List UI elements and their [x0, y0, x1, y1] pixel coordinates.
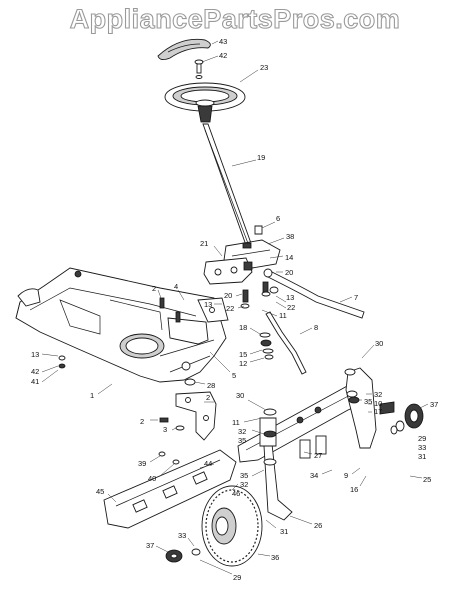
callout-2: 2 [152, 284, 156, 293]
callout-35c: 35 [240, 471, 248, 480]
front-bumper-support [103, 449, 237, 529]
callout-13: 13 [204, 300, 212, 309]
steering-wheel-cap [157, 38, 211, 61]
steering-shaft [202, 123, 253, 249]
cap-bolt [194, 59, 204, 79]
callout-46: 46 [232, 489, 240, 498]
bracket-bolts [158, 417, 185, 465]
callout-33: 33 [418, 443, 426, 452]
callout-20: 20 [285, 268, 293, 277]
callout-16: 16 [350, 485, 358, 494]
callout-13b: 13 [286, 293, 294, 302]
frame-washer [184, 378, 196, 386]
bushing-stack [259, 332, 274, 360]
callout-19: 19 [257, 153, 265, 162]
callout-43: 43 [219, 37, 227, 46]
callout-6: 6 [276, 214, 280, 223]
left-hub-stack [165, 548, 201, 563]
main-frame [15, 267, 227, 383]
callout-11: 11 [279, 311, 287, 320]
callout-10: 10 [374, 399, 382, 408]
callout-32: 32 [374, 390, 382, 399]
callout-20b: 20 [224, 291, 232, 300]
callout-27: 27 [314, 451, 322, 460]
callout-13c: 13 [31, 350, 39, 359]
callout-34: 34 [310, 471, 318, 480]
drag-link [263, 268, 365, 319]
callout-42: 42 [219, 51, 227, 60]
callout-21: 21 [200, 239, 208, 248]
bushing-set [263, 390, 360, 466]
callout-35: 35 [364, 397, 372, 406]
callout-32c: 32 [240, 480, 248, 489]
callout-7: 7 [354, 293, 358, 302]
callout-25: 25 [423, 475, 431, 484]
callout-2c: 2 [206, 393, 210, 402]
callout-31b: 31 [280, 527, 288, 536]
callout-4: 4 [174, 282, 178, 291]
callout-11b: 11 [232, 418, 240, 427]
callout-3: 3 [163, 425, 167, 434]
callout-42b: 42 [31, 367, 39, 376]
callout-29: 29 [418, 434, 426, 443]
callout-22: 22 [226, 304, 234, 313]
callout-18: 18 [239, 323, 247, 332]
callout-44: 44 [204, 459, 212, 468]
callout-labels: 43 42 23 19 6 38 21 14 20 20 13 22 7 13 … [31, 37, 438, 582]
right-spindle [344, 367, 395, 449]
watermark-text: AppliancePartsPros.com [70, 4, 401, 34]
callout-5: 5 [232, 371, 236, 380]
front-bracket [175, 391, 217, 441]
callout-40: 40 [148, 474, 156, 483]
callout-41: 41 [31, 377, 39, 386]
callout-29b: 29 [233, 573, 241, 582]
front-tire [201, 485, 263, 567]
steering-wheel [164, 82, 246, 123]
callout-38: 38 [286, 232, 294, 241]
callout-14: 14 [285, 253, 293, 262]
callout-15: 15 [239, 350, 247, 359]
callout-12: 12 [239, 359, 247, 368]
callout-2b: 2 [140, 417, 144, 426]
steering-gear-bracket [203, 257, 253, 285]
callout-45: 45 [96, 487, 104, 496]
callout-8: 8 [314, 323, 318, 332]
callout-22b: 22 [287, 303, 295, 312]
callout-28: 28 [207, 381, 215, 390]
frame-bolts [58, 297, 181, 369]
callout-23: 23 [260, 63, 268, 72]
callout-17: 17 [374, 407, 382, 416]
right-hub-stack [390, 403, 424, 435]
callout-39: 39 [138, 459, 146, 468]
callout-9: 9 [344, 471, 348, 480]
callout-36: 36 [271, 553, 279, 562]
callout-33b: 33 [178, 531, 186, 540]
tie-rod [265, 311, 307, 375]
callout-37: 37 [430, 400, 438, 409]
callout-31: 31 [418, 452, 426, 461]
callout-30b: 30 [236, 391, 244, 400]
callout-1: 1 [90, 391, 94, 400]
callout-30: 30 [375, 339, 383, 348]
callout-26: 26 [314, 521, 322, 530]
pivot-bolts [240, 281, 279, 309]
callout-32b: 32 [238, 427, 246, 436]
callout-37b: 37 [146, 541, 154, 550]
callout-35b: 35 [238, 436, 246, 445]
